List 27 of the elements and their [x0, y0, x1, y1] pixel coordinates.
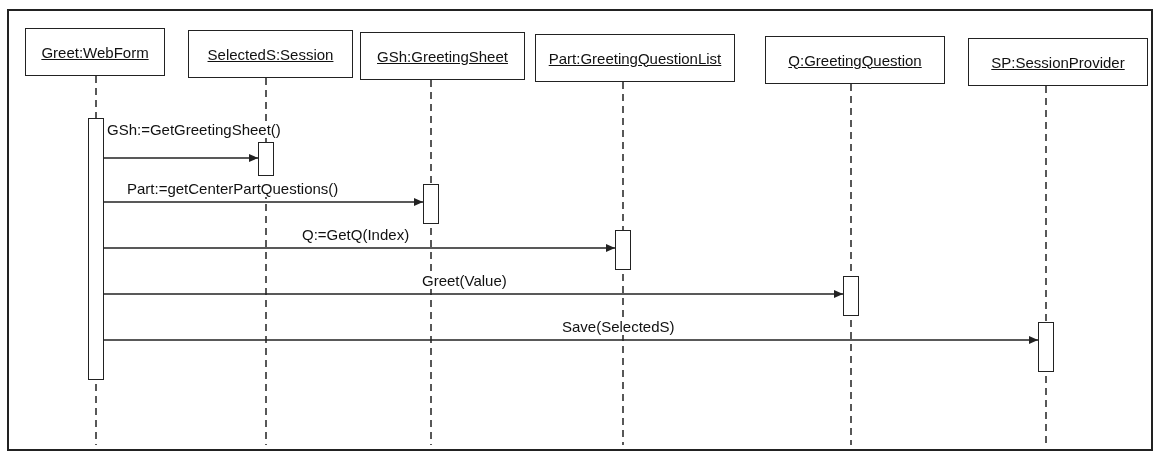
lifeline [265, 77, 267, 143]
lifeline [622, 81, 624, 231]
activation-bar [88, 118, 104, 380]
message-label: Part:=getCenterPartQuestions() [125, 180, 341, 197]
activation-bar [258, 142, 274, 176]
message-label: Q:=GetQ(Index) [300, 226, 412, 243]
message-arrow [103, 198, 424, 206]
activation-bar [1038, 322, 1054, 372]
object-box: Part:GreetingQuestionList [535, 34, 735, 82]
message-arrow [103, 244, 616, 252]
message-label: Greet(Value) [420, 272, 509, 289]
message-label: Save(SelectedS) [560, 318, 677, 335]
object-box: SP:SessionProvider [968, 38, 1148, 86]
message-label: GSh:=GetGreetingSheet() [105, 121, 283, 138]
lifeline [95, 75, 97, 119]
activation-bar [615, 230, 631, 270]
object-box: Greet:WebForm [25, 28, 165, 76]
message-arrow [103, 290, 844, 298]
lifeline [1045, 85, 1047, 323]
lifeline [430, 79, 432, 185]
message-arrow [103, 336, 1039, 344]
message-arrow [103, 154, 259, 162]
object-box: SelectedS:Session [188, 30, 353, 78]
activation-bar [843, 276, 859, 316]
activation-bar [423, 184, 439, 224]
object-box: Q:GreetingQuestion [765, 36, 945, 84]
object-box: GSh:GreetingSheet [360, 32, 525, 80]
